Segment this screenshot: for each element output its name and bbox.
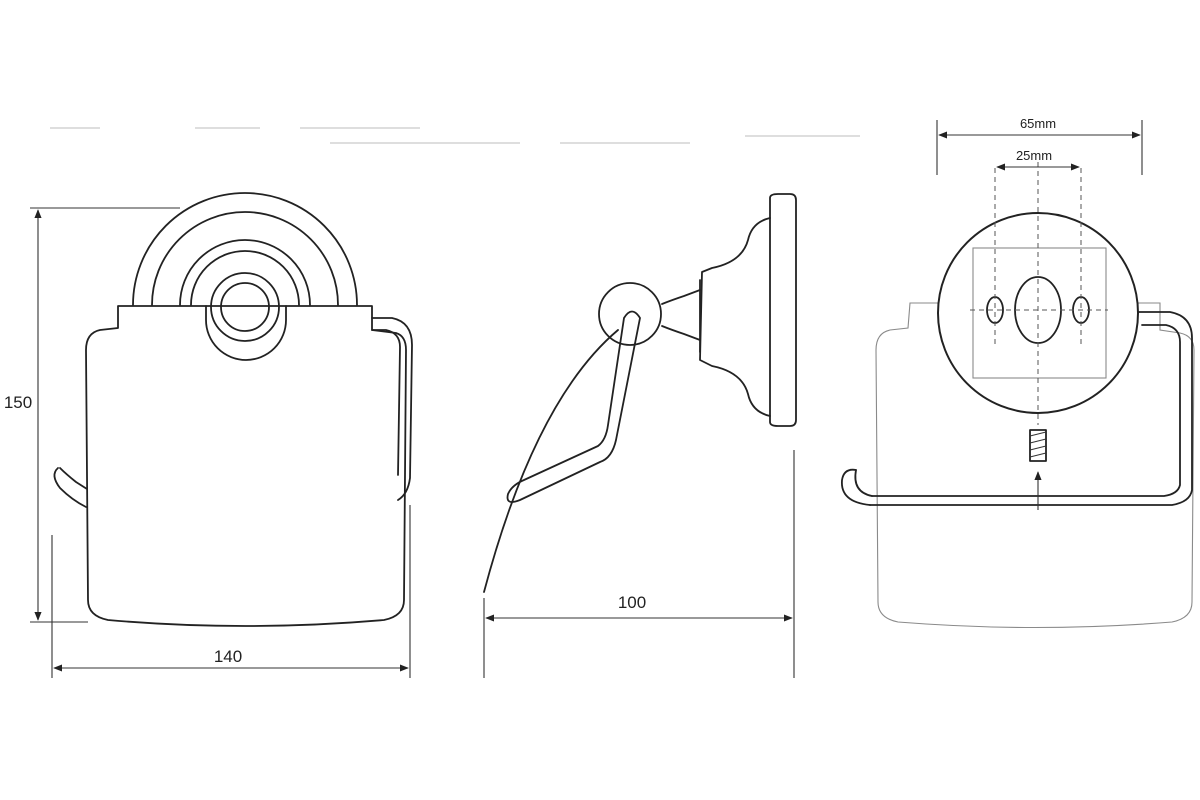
side-view [483, 193, 797, 593]
mount-view [841, 162, 1195, 629]
depth-label: 100 [618, 593, 646, 612]
mount-inner-label: 25mm [1016, 148, 1052, 163]
mount-outer-dimension: 65mm [936, 116, 1143, 175]
front-view [53, 192, 413, 627]
width-dimension: 140 [51, 505, 411, 678]
depth-dimension: 100 [483, 450, 795, 678]
construction-lines [50, 127, 860, 144]
height-label: 150 [4, 393, 32, 412]
width-label: 140 [214, 647, 242, 666]
mount-outer-label: 65mm [1020, 116, 1056, 131]
height-dimension: 150 [4, 207, 180, 623]
mount-inner-dimension: 25mm [996, 148, 1080, 171]
